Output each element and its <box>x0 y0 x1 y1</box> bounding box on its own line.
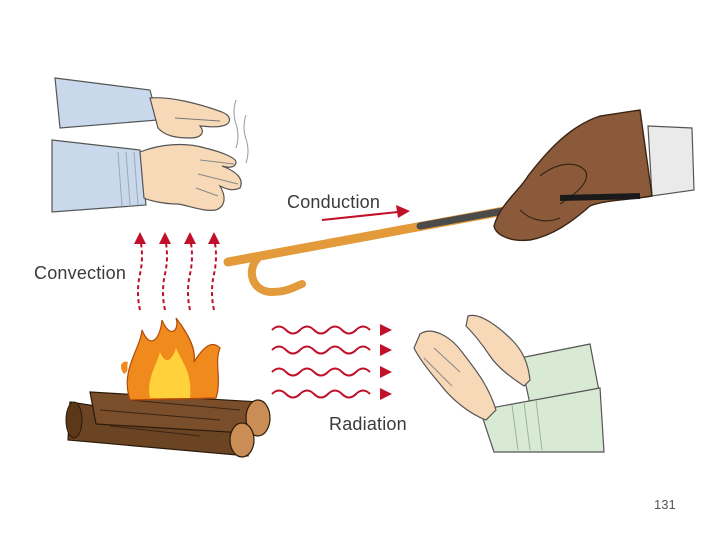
convection-arrows-icon <box>137 237 217 311</box>
convection-label: Convection <box>34 263 127 283</box>
radiation-waves-icon <box>271 325 371 399</box>
convection-arrowheads <box>134 232 220 244</box>
hands-above-fire-icon <box>51 77 249 213</box>
conduction-arrow-icon <box>321 205 410 221</box>
radiation-arrowheads <box>380 324 392 400</box>
conduction-label: Conduction <box>287 192 381 212</box>
hands-warming-icon <box>413 314 605 453</box>
campfire-icon <box>65 317 271 458</box>
page-number: 131 <box>654 497 676 512</box>
glove-holding-rod-icon <box>223 109 695 297</box>
radiation-label: Radiation <box>329 414 407 434</box>
